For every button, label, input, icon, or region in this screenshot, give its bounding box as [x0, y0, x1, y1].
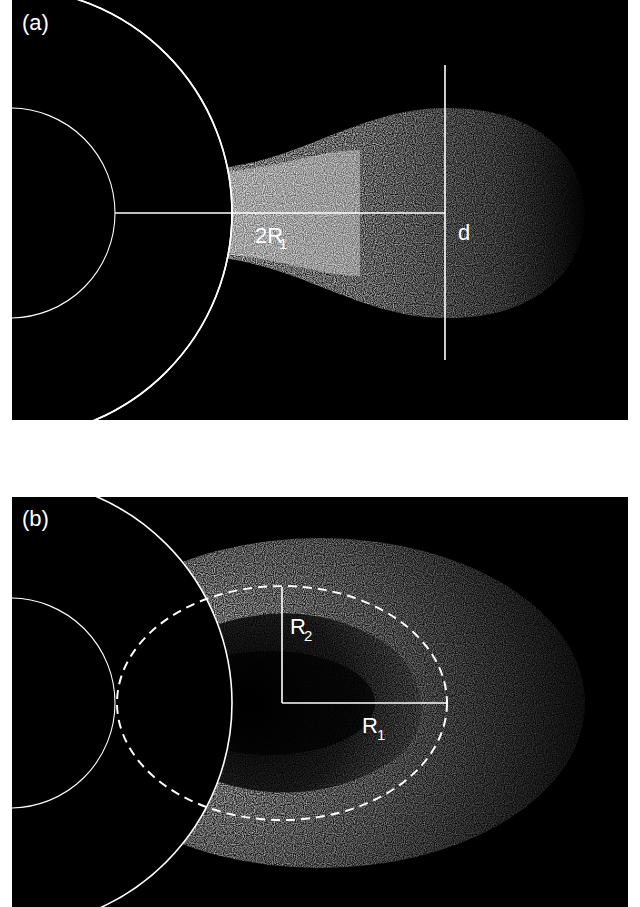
panel-letter: (b) [22, 508, 49, 530]
dimension-label: d [458, 222, 470, 244]
dimension-subscript: 1 [377, 727, 385, 742]
dimension-subscript: 2 [304, 628, 312, 643]
panel-letter: (a) [22, 12, 49, 34]
dimension-label: 2R [255, 225, 283, 247]
dimension-label: R [362, 715, 378, 737]
dimension-subscript: 1 [279, 236, 287, 251]
dimension-label: R [290, 616, 306, 638]
